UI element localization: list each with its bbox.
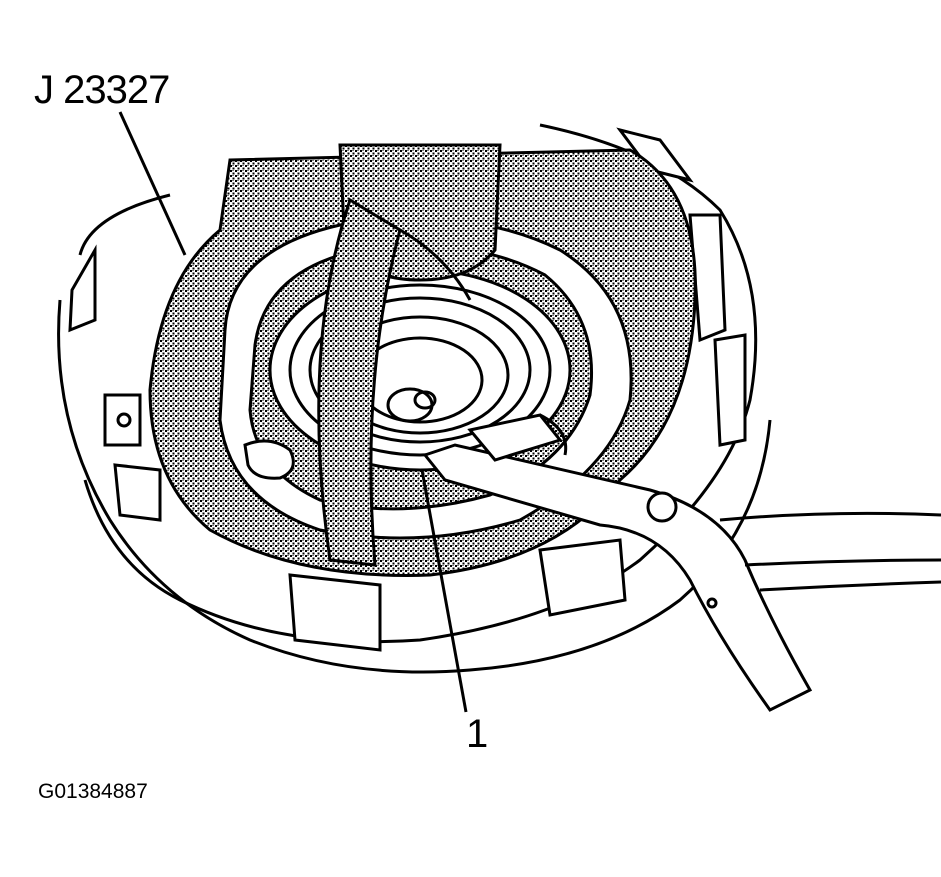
item-callout-label: 1 (466, 712, 489, 756)
tool-callout-label: J 23327 (34, 68, 170, 112)
snap-ring-pliers (422, 413, 941, 712)
spring-compressor-tool (243, 143, 502, 567)
leader-lines (118, 111, 468, 713)
figure-id: G01384887 (38, 780, 148, 803)
housing (57, 123, 772, 674)
